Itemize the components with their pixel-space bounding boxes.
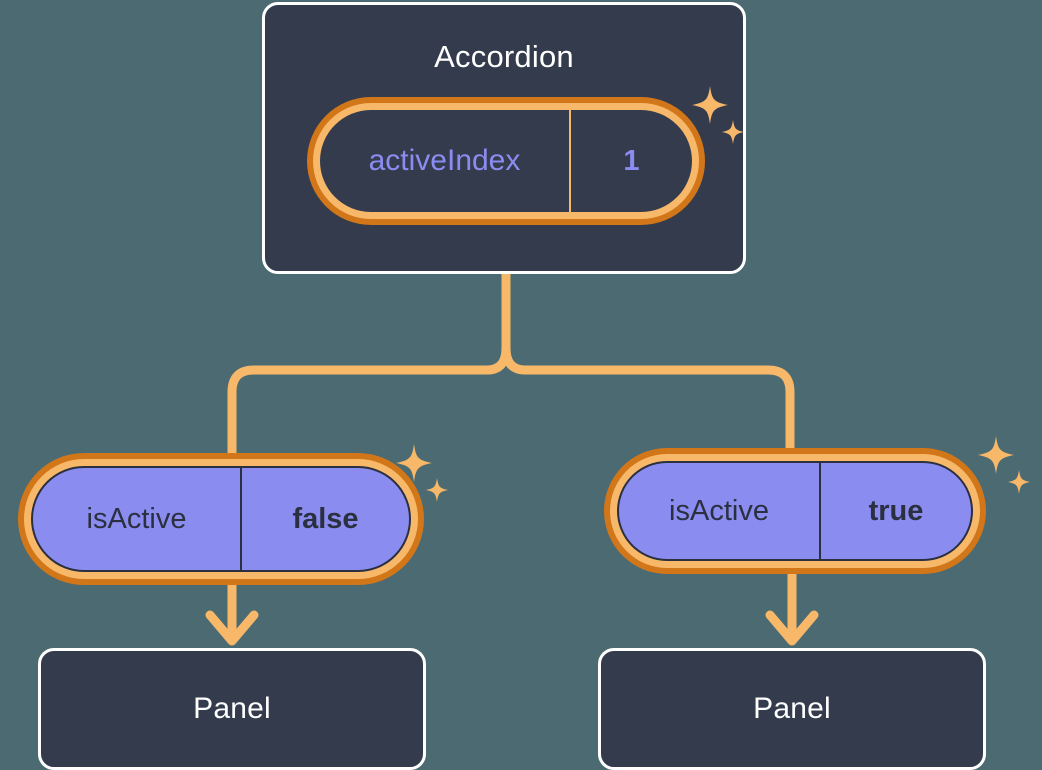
prop-pill-is-active-false[interactable]: isActive false [18,453,424,585]
state-key-label: activeIndex [368,144,521,177]
pill-body: isActive false [31,466,411,572]
connector-branch-right [520,365,795,460]
arrow-down-icon-right [765,574,819,646]
pill-inner-ring: activeIndex 1 [313,103,699,219]
panel-component-card-left[interactable]: Panel [38,648,426,770]
connector-branch-left [227,365,492,465]
prop-value-label: true [819,463,971,559]
pill-body: isActive true [617,461,973,561]
pill-inner-ring: isActive true [610,454,980,568]
state-value-label: 1 [569,110,692,212]
arrow-down-icon-left [205,584,259,646]
pill-inner-ring: isActive false [24,459,418,579]
prop-key-label: isActive [669,494,769,527]
accordion-title: Accordion [434,39,574,74]
panel-title: Panel [753,692,831,725]
pill-body: activeIndex 1 [320,110,692,212]
prop-value-label: false [240,468,409,570]
state-pill-active-index[interactable]: activeIndex 1 [307,97,705,225]
prop-key-label: isActive [86,502,187,535]
prop-pill-is-active-true[interactable]: isActive true [604,448,986,574]
panel-component-card-right[interactable]: Panel [598,648,986,770]
panel-title: Panel [193,692,271,725]
